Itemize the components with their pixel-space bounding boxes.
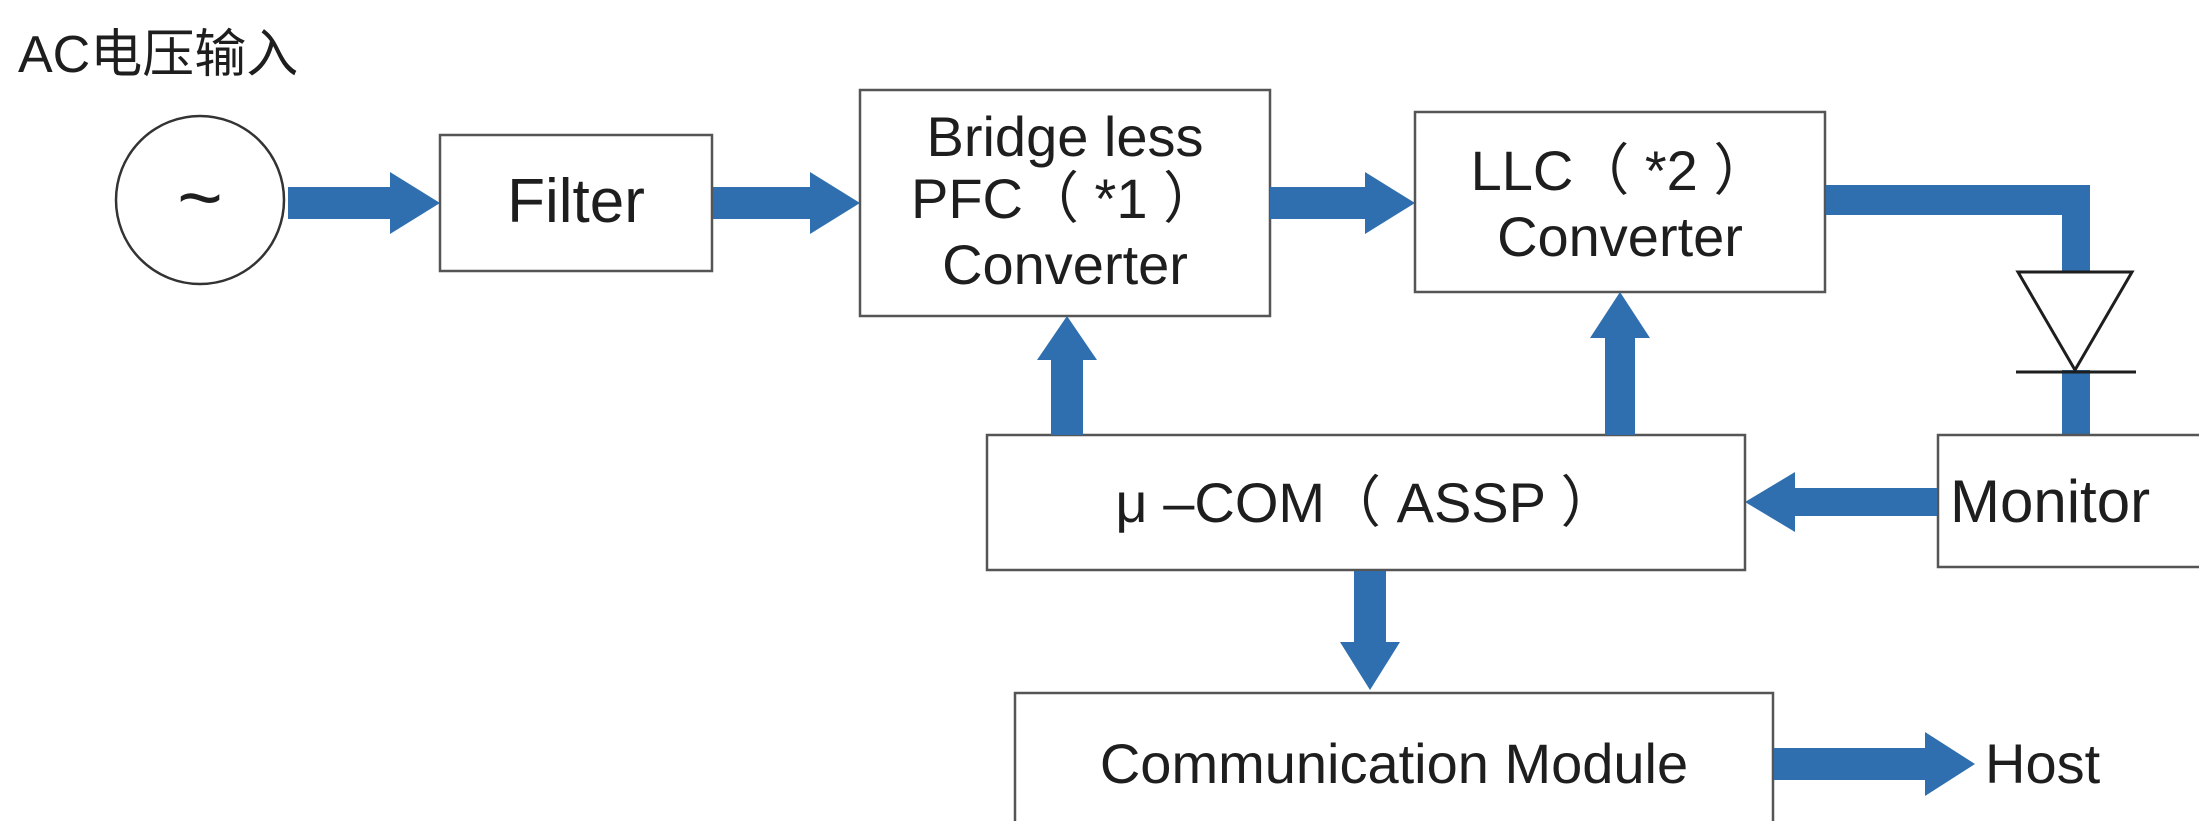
pfc-label-line3: Converter: [942, 233, 1188, 296]
ac-source-icon: [114, 114, 286, 286]
arrow-monitor-to-mcu: [1745, 472, 1937, 532]
mcu-assp-block: [985, 433, 1747, 572]
output-bus-vertical: [2062, 370, 2090, 436]
arrow-comm-to-host: [1774, 732, 1975, 796]
diode-icon: [2015, 270, 2136, 374]
ac-source-symbol: ~: [177, 153, 223, 241]
monitor-label: Monitor: [1950, 468, 2150, 535]
communication-module-block: [1013, 691, 1775, 821]
llc-converter-block: [1413, 110, 1827, 294]
arrow-mcu-to-comm: [1340, 571, 1400, 690]
pfc-converter-block: [858, 88, 1272, 318]
diagram-title: AC电压输入: [18, 26, 298, 84]
mcu-label: μ –COM（ ASSP ）: [1115, 471, 1616, 534]
arrow-source-to-filter: [288, 172, 440, 234]
pfc-label-line2: PFC（ *1 ）: [911, 167, 1219, 230]
host-label: Host: [1985, 732, 2101, 795]
pfc-label-line1: Bridge less: [926, 105, 1203, 168]
llc-label-line1: LLC（ *2 ）: [1471, 139, 1770, 202]
arrow-pfc-to-llc: [1270, 172, 1415, 234]
arrow-mcu-to-pfc: [1037, 316, 1097, 435]
output-bus-horizontal: [1826, 185, 2090, 272]
communication-module-label: Communication Module: [1100, 732, 1688, 795]
arrow-filter-to-pfc: [713, 172, 860, 234]
filter-block: [438, 133, 714, 273]
filter-label: Filter: [507, 167, 645, 236]
llc-label-line2: Converter: [1497, 205, 1743, 268]
monitor-block: [1936, 433, 2199, 569]
arrow-mcu-to-llc: [1590, 292, 1650, 435]
